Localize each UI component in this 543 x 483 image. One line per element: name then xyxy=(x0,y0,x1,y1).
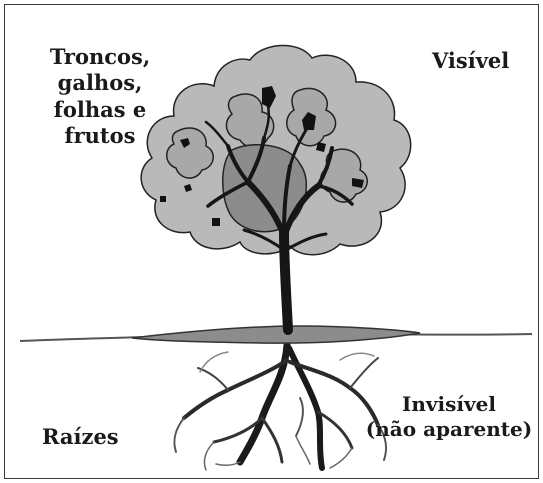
label-line: folhas e xyxy=(53,96,147,122)
label-invisible: Invisível (não aparente) xyxy=(354,392,543,442)
label-above-ground-parts: Troncos, galhos, folhas e frutos xyxy=(40,44,160,149)
foliage-spots xyxy=(160,86,364,226)
ground-line xyxy=(19,325,533,344)
label-line: (não aparente) xyxy=(365,417,533,441)
label-line: frutos xyxy=(64,122,136,148)
label-line: Troncos, xyxy=(49,44,151,69)
roots-drawing xyxy=(173,341,387,471)
trunk-drawing xyxy=(204,104,354,335)
label-line: galhos, xyxy=(57,70,143,96)
label-line: Invisível xyxy=(402,392,496,416)
label-visible: Visível xyxy=(432,48,510,73)
label-roots: Raízes xyxy=(42,424,119,449)
